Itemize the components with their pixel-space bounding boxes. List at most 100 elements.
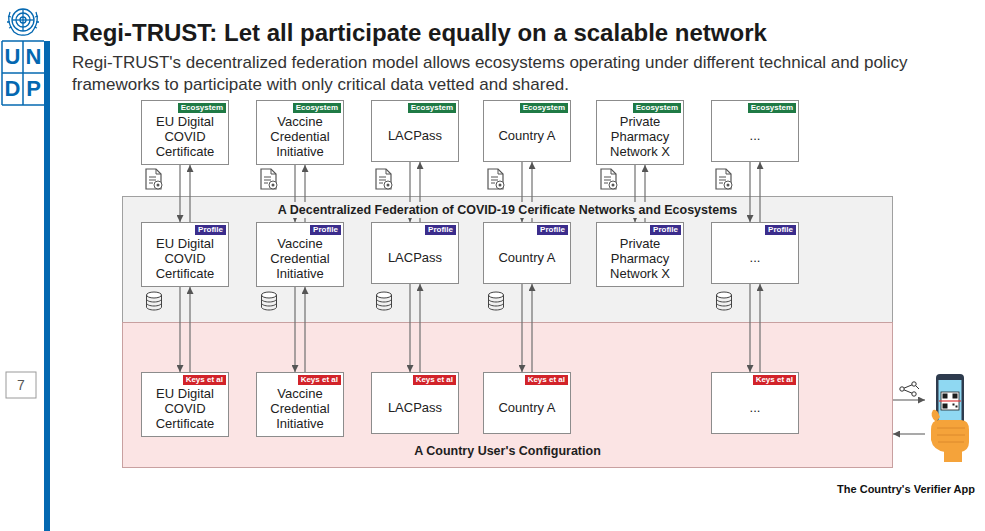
box-label: LACPass (374, 127, 456, 144)
slide-title: Regi-TRUST: Let all participate equally … (72, 18, 767, 48)
box-label: LACPass (374, 249, 456, 266)
flow-arrow (419, 284, 420, 372)
flow-arrow (531, 162, 532, 222)
profile-box: ProfilePrivate Pharmacy Network X (596, 222, 684, 287)
label-holder: D (2, 74, 23, 104)
subtitle: Regi-TRUST's decentralized federation mo… (72, 52, 912, 96)
label-holder: P (23, 74, 44, 104)
heading-holder: A Decentralized Federation of COVID-19 C… (123, 200, 892, 218)
keys-box: Keys et alVaccine Credential Initiative (256, 372, 344, 437)
label-holder: 7 (6, 375, 36, 395)
box-label: Country A (486, 399, 568, 416)
type-tag: Keys et al (298, 375, 341, 385)
flow-arrow (304, 287, 305, 372)
type-tag: Keys et al (753, 375, 796, 385)
box-label: Country A (486, 249, 568, 266)
database-icon (147, 292, 162, 310)
box-label: Vaccine Credential Initiative (259, 113, 341, 160)
box-label: ... (714, 249, 796, 266)
flow-arrow (893, 399, 925, 400)
keys-box: Keys et al... (711, 372, 799, 434)
flow-arrow (749, 284, 750, 372)
flow-arrow (409, 284, 410, 372)
type-tag: Keys et al (183, 375, 226, 385)
type-tag: Ecosystem (520, 103, 568, 113)
network-glyph (900, 382, 919, 396)
type-tag: Keys et al (525, 375, 568, 385)
flow-arrow (294, 287, 295, 372)
flow-arrow (419, 162, 420, 222)
ecosystem-box: EcosystemVaccine Credential Initiative (256, 100, 344, 165)
ecosystem-box: EcosystemLACPass (371, 100, 459, 162)
profile-box: ProfileVaccine Credential Initiative (256, 222, 344, 287)
box-label: EU Digital COVID Certificate (144, 113, 226, 160)
title-holder: Regi-TRUST: Let all participate equally … (72, 18, 767, 48)
side-bar (44, 41, 50, 531)
logo-letter: U (2, 42, 23, 72)
configuration-band: A Country User's Configuration Keys et al… (122, 322, 893, 468)
box-label: LACPass (374, 399, 456, 416)
type-tag: Profile (765, 225, 796, 235)
type-tag: Ecosystem (748, 103, 796, 113)
un-emblem (7, 9, 39, 35)
logo-letter: D (2, 74, 23, 104)
logo-letter: P (23, 74, 44, 104)
ecosystem-box: Ecosystem... (711, 100, 799, 162)
flow-arrow (179, 165, 180, 222)
ecosystem-box: EcosystemEU Digital COVID Certificate (141, 100, 229, 165)
database-icon (262, 292, 277, 310)
label-holder: U (2, 42, 23, 72)
flow-arrow (304, 165, 305, 222)
type-tag: Profile (650, 225, 681, 235)
type-tag: Profile (195, 225, 226, 235)
type-tag: Ecosystem (178, 103, 226, 113)
type-tag: Ecosystem (633, 103, 681, 113)
flow-arrow (409, 162, 410, 222)
profile-box: ProfileEU Digital COVID Certificate (141, 222, 229, 287)
profile-box: ProfileLACPass (371, 222, 459, 284)
page-number: 7 (6, 375, 36, 395)
logo-letter: N (23, 42, 44, 72)
keys-box: Keys et al Country A (483, 372, 571, 434)
profile-box: ProfileCountry A (483, 222, 571, 284)
document-icon (261, 169, 277, 189)
type-tag: Profile (537, 225, 568, 235)
flow-arrow (634, 165, 635, 222)
flow-arrow (179, 287, 180, 372)
box-label: Vaccine Credential Initiative (259, 385, 341, 432)
database-icon (717, 292, 732, 310)
box-label: Vaccine Credential Initiative (259, 235, 341, 282)
caption-holder: The Country's Verifier App (837, 482, 975, 496)
logo-grid (2, 41, 44, 105)
document-icon (716, 169, 732, 189)
box-label: EU Digital COVID Certificate (144, 385, 226, 432)
profile-box: Profile... (711, 222, 799, 284)
flow-arrow (521, 162, 522, 222)
keys-box: Keys et alEU Digital COVID Certificate (141, 372, 229, 437)
type-tag: Ecosystem (293, 103, 341, 113)
flow-arrow (189, 165, 190, 222)
flow-arrow (759, 162, 760, 222)
flow-arrow (644, 165, 645, 222)
document-icon (601, 169, 617, 189)
flow-arrow (759, 284, 760, 372)
flow-arrow (294, 165, 295, 222)
label-holder: N (23, 42, 44, 72)
box-label: Country A (486, 127, 568, 144)
ecosystem-box: EcosystemCountry A (483, 100, 571, 162)
ecosystem-box: EcosystemPrivate Pharmacy Network X (596, 100, 684, 165)
type-tag: Profile (425, 225, 456, 235)
band-heading: A Country User's Configuration (409, 443, 606, 459)
type-tag: Keys et al (413, 375, 456, 385)
document-icon (376, 169, 392, 189)
type-tag: Profile (310, 225, 341, 235)
app-label: The Country's Verifier App (837, 482, 975, 496)
box-label: ... (714, 399, 796, 416)
box-label: Private Pharmacy Network X (599, 113, 681, 160)
flow-arrow (189, 287, 190, 372)
database-icons (147, 292, 732, 310)
document-icon (488, 169, 504, 189)
flow-arrow (531, 284, 532, 372)
document-icon (146, 169, 162, 189)
flow-arrow (749, 162, 750, 222)
